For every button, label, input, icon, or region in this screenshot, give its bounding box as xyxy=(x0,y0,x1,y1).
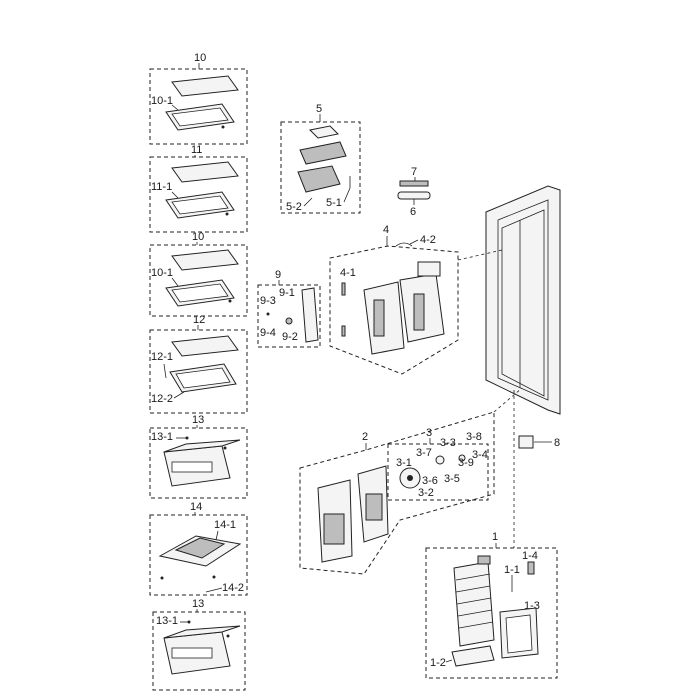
drawer-rim xyxy=(163,439,241,453)
label-10-1: 10-1 xyxy=(151,267,173,279)
label-1: 1 xyxy=(492,531,498,543)
label-13-1: 13-1 xyxy=(156,615,178,627)
part-7-strip xyxy=(399,180,429,187)
label-4-1: 4-1 xyxy=(340,267,356,279)
duct-cover xyxy=(308,125,340,139)
wire-harness xyxy=(395,242,413,247)
duct-slot-left xyxy=(373,299,385,337)
label-6: 6 xyxy=(410,206,416,218)
part-4-1-b xyxy=(341,325,346,337)
label-10: 10 xyxy=(192,231,204,243)
label-9-3: 9-3 xyxy=(260,295,276,307)
label-12-1: 12-1 xyxy=(151,351,173,363)
label-9-1: 9-1 xyxy=(279,287,295,299)
duct-slot-right xyxy=(413,293,425,331)
cover-slats xyxy=(174,537,226,559)
label-5-2: 5-2 xyxy=(286,201,302,213)
label-4: 4 xyxy=(383,224,389,236)
group-9-duct-part: 9 9-1 9-3 9-4 9-2 xyxy=(257,269,321,348)
label-5-1: 5-1 xyxy=(326,197,342,209)
label-13: 13 xyxy=(192,414,204,426)
group-12-crisper-cover: 12 12-1 12-2 xyxy=(149,314,248,414)
part-1-4 xyxy=(527,561,535,575)
drain-tray xyxy=(451,645,495,667)
cover-vent-right xyxy=(365,493,383,521)
group-1-evaporator: 1 1-2 1-1 1-4 1-3 xyxy=(425,531,558,679)
drawer-rim xyxy=(163,625,241,639)
group-13-drawer-bottom: 13 13-1 xyxy=(152,598,246,691)
part-top-bracket xyxy=(477,555,491,565)
group-7-6-parts: 7 6 xyxy=(397,166,431,218)
group-11-shelf: 11 11-1 xyxy=(149,144,248,233)
label-11: 11 xyxy=(191,144,202,156)
label-10: 10 xyxy=(194,52,206,64)
label-1-1: 1-1 xyxy=(504,564,520,576)
group-13-drawer: 13 13-1 xyxy=(149,414,248,499)
group-10-shelf-top: 10 10-1 xyxy=(149,52,248,145)
group-4-fan-cover: 4 4-2 4-1 xyxy=(329,224,459,375)
label-14-1: 14-1 xyxy=(214,519,236,531)
label-1-4: 1-4 xyxy=(522,550,538,562)
duct-lower xyxy=(297,165,341,193)
group-8-sensor: 8 xyxy=(518,435,560,449)
duct-upper xyxy=(299,141,347,165)
group-3-fan-motor: 3 3-1 3-2 3-3 3-8 3-4 3-7 3-9 3-6 3-5 xyxy=(387,427,489,501)
label-5: 5 xyxy=(316,103,322,115)
motor-part xyxy=(458,454,466,462)
label-3-7: 3-7 xyxy=(416,447,432,459)
label-4-2: 4-2 xyxy=(420,234,436,246)
label-9-4: 9-4 xyxy=(260,327,276,339)
label-3: 3 xyxy=(426,427,432,439)
label-14-2: 14-2 xyxy=(222,582,244,594)
label-2: 2 xyxy=(362,431,368,443)
evaporator-coil xyxy=(453,561,495,647)
label-14: 14 xyxy=(190,501,202,513)
label-3-8: 3-8 xyxy=(466,431,482,443)
shelf-glass xyxy=(171,75,239,97)
group-5-damper-assembly: 5 5-2 5-1 xyxy=(280,103,361,214)
part-6-guide xyxy=(397,191,431,200)
part-4-1 xyxy=(341,282,346,296)
group-2-evaporator-cover: 2 xyxy=(299,411,495,575)
part-9-1 xyxy=(301,287,319,343)
label-13: 13 xyxy=(192,598,204,610)
label-3-2: 3-2 xyxy=(418,487,434,499)
refrigerator-cabinet xyxy=(457,185,561,548)
label-7: 7 xyxy=(411,166,417,178)
label-3-9: 3-9 xyxy=(458,457,474,469)
label-12-2: 12-2 xyxy=(151,393,173,405)
label-8: 8 xyxy=(554,437,560,449)
label-1-2: 1-2 xyxy=(430,657,446,669)
label-3-5: 3-5 xyxy=(444,473,460,485)
group-10-shelf-bottom: 10 10-1 xyxy=(149,231,248,317)
shelf-glass xyxy=(171,161,239,183)
label-12: 12 xyxy=(193,314,205,326)
label-3-1: 3-1 xyxy=(396,457,412,469)
cover-vent xyxy=(323,513,345,545)
label-9: 9 xyxy=(275,269,281,281)
shelf-glass xyxy=(171,249,239,271)
label-13-1: 13-1 xyxy=(151,431,173,443)
label-3-4: 3-4 xyxy=(472,449,488,461)
group-14-drawer-cover: 14 14-1 14-2 xyxy=(149,501,248,596)
cover-glass xyxy=(171,335,239,357)
part-8 xyxy=(518,435,534,449)
label-9-2: 9-2 xyxy=(282,331,298,343)
part-9-2 xyxy=(285,317,293,325)
label-3-3: 3-3 xyxy=(440,437,456,449)
motor xyxy=(435,455,445,465)
label-10-1: 10-1 xyxy=(151,95,173,107)
fan-bracket xyxy=(417,261,441,277)
label-11-1: 11-1 xyxy=(151,181,172,193)
label-3-6: 3-6 xyxy=(422,475,438,487)
